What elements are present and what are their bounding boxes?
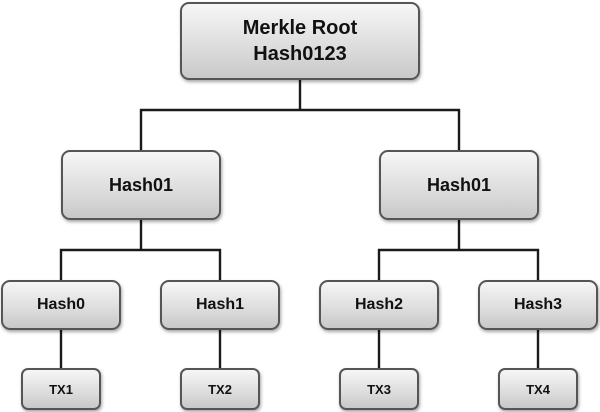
edge-root-branches: [139, 108, 461, 150]
transaction-node-tx3: TX3: [339, 368, 419, 410]
merkle-root-title: Merkle Root: [242, 17, 358, 39]
hash-label: Hash0: [36, 296, 86, 313]
merkle-root-node: Merkle Root Hash0123: [180, 2, 420, 80]
transaction-label: TX2: [208, 381, 232, 397]
hash-node-hash0: Hash0: [1, 280, 121, 330]
hash-label: Hash3: [513, 296, 563, 313]
hash-label: Hash2: [354, 296, 404, 313]
merkle-root-hash: Hash0123: [253, 43, 347, 65]
hash-node-hash3: Hash3: [478, 280, 598, 330]
edge-right-branches: [377, 248, 540, 280]
transaction-label: TX4: [526, 381, 550, 397]
hash-node-hash1: Hash1: [160, 280, 280, 330]
hash-node-level1-right: Hash01: [379, 150, 539, 220]
hash-label: Hash01: [426, 174, 492, 195]
edge-left-branches: [59, 248, 222, 280]
transaction-node-tx4: TX4: [498, 368, 578, 410]
transaction-node-tx2: TX2: [180, 368, 260, 410]
hash-label: Hash1: [195, 296, 245, 313]
transaction-label: TX1: [49, 381, 73, 397]
hash-node-hash2: Hash2: [319, 280, 439, 330]
transaction-node-tx1: TX1: [21, 368, 101, 410]
transaction-label: TX3: [367, 381, 391, 397]
hash-node-level1-left: Hash01: [61, 150, 221, 220]
hash-label: Hash01: [108, 174, 174, 195]
